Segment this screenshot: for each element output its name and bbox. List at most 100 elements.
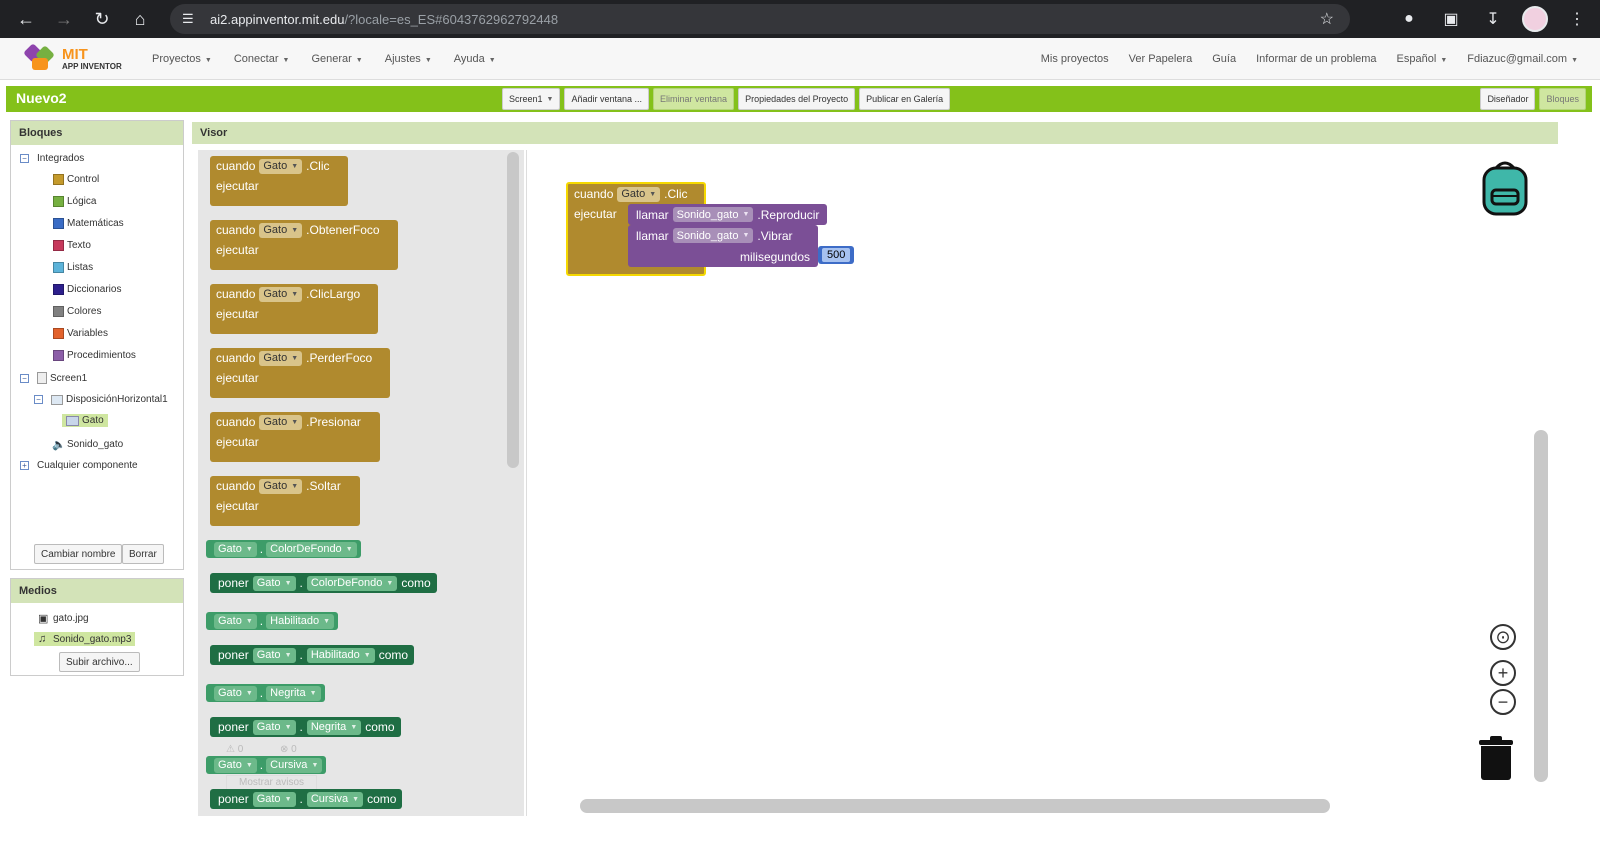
dropdown-triangle-icon: ▼ bbox=[742, 211, 750, 218]
media-file-sonido-mp3[interactable]: ♫Sonido_gato.mp3 bbox=[34, 632, 136, 646]
dropdown-triangle-icon: ▼ bbox=[649, 190, 657, 198]
download-icon[interactable]: ↧ bbox=[1486, 11, 1500, 28]
my-projects-link[interactable]: Mis proyectos bbox=[1040, 53, 1109, 65]
flyout-scrollbar[interactable] bbox=[507, 152, 519, 468]
view-trash-link[interactable]: Ver Papelera bbox=[1128, 53, 1193, 65]
tree-sonido-gato[interactable]: 🔈Sonido_gato bbox=[52, 438, 124, 452]
show-warnings-button[interactable]: Mostrar avisos bbox=[226, 775, 318, 790]
rename-button[interactable]: Cambiar nombre bbox=[34, 544, 123, 564]
property-dropdown: ColorDeFondo▼ bbox=[266, 541, 357, 557]
puzzle-icon[interactable]: ▣ bbox=[1443, 11, 1459, 28]
flyout-get-cursiva[interactable]: Gato▼.Cursiva▼ bbox=[206, 756, 327, 774]
report-problem-link[interactable]: Informar de un problema bbox=[1256, 53, 1377, 65]
category-dictionaries[interactable]: Diccionarios bbox=[53, 284, 121, 295]
project-properties-button[interactable]: Propiedades del Proyecto bbox=[738, 88, 856, 110]
caret-icon: ▼ bbox=[355, 57, 363, 64]
tree-screen1[interactable]: −Screen1 bbox=[20, 372, 87, 384]
site-settings-icon[interactable]: ☰ bbox=[182, 11, 194, 26]
caret-icon: ▼ bbox=[282, 57, 290, 64]
category-procedures[interactable]: Procedimientos bbox=[53, 350, 136, 361]
number-field[interactable]: 500 bbox=[822, 248, 851, 262]
more-menu-icon[interactable]: ⋮ bbox=[1569, 11, 1585, 28]
workspace-number-block[interactable]: 500 bbox=[818, 246, 855, 264]
component-dropdown: Gato▼ bbox=[252, 719, 296, 735]
publish-gallery-button[interactable]: Publicar en Galería bbox=[859, 88, 951, 110]
app-menu-bar: MIT APP INVENTOR Proyectos▼ Conectar▼ Ge… bbox=[0, 38, 1600, 80]
warning-counter[interactable]: ⚠ 0 bbox=[226, 744, 244, 755]
logic-swatch-icon bbox=[53, 196, 64, 207]
back-icon[interactable]: ← bbox=[17, 8, 35, 29]
extension-icon[interactable]: ● bbox=[1404, 10, 1414, 27]
category-text[interactable]: Texto bbox=[53, 240, 91, 251]
recenter-icon[interactable]: ⊙ bbox=[1490, 624, 1516, 650]
trash-can-icon[interactable] bbox=[1479, 736, 1513, 780]
forward-icon[interactable]: → bbox=[55, 8, 73, 29]
tree-any-component[interactable]: +Cualquier componente bbox=[20, 460, 138, 471]
menu-connect[interactable]: Conectar▼ bbox=[233, 53, 290, 65]
component-dropdown: Gato▼ bbox=[252, 791, 296, 807]
category-colors[interactable]: Colores bbox=[53, 306, 101, 317]
bookmark-star-icon[interactable]: ☆ bbox=[1319, 11, 1334, 28]
workspace-horizontal-scrollbar[interactable] bbox=[580, 799, 1330, 813]
tree-gato[interactable]: Gato bbox=[62, 414, 108, 427]
flyout-get-colordefondo[interactable]: Gato▼.ColorDeFondo▼ bbox=[206, 540, 361, 558]
dropdown-triangle-icon: ▼ bbox=[363, 651, 371, 659]
upload-file-button[interactable]: Subir archivo... bbox=[59, 652, 140, 672]
tree-builtin[interactable]: −Integrados bbox=[20, 153, 84, 164]
component-dropdown: Gato▼ bbox=[259, 222, 303, 238]
menu-projects[interactable]: Proyectos▼ bbox=[152, 53, 212, 65]
account-menu[interactable]: Fdiazuc@gmail.com▼ bbox=[1467, 53, 1578, 65]
dropdown-triangle-icon: ▼ bbox=[291, 290, 299, 298]
app-inventor-logo[interactable]: MIT APP INVENTOR bbox=[23, 42, 134, 76]
flyout-get-habilitado[interactable]: Gato▼.Habilitado▼ bbox=[206, 612, 338, 630]
menu-build[interactable]: Generar▼ bbox=[311, 53, 363, 65]
guide-link[interactable]: Guía bbox=[1212, 53, 1237, 65]
dropdown-triangle-icon: ▼ bbox=[311, 761, 319, 769]
zoom-in-icon[interactable]: + bbox=[1490, 660, 1516, 686]
home-icon[interactable]: ⌂ bbox=[134, 8, 146, 29]
remove-screen-button[interactable]: Eliminar ventana bbox=[653, 88, 735, 110]
warning-triangle-icon: ⚠ bbox=[226, 744, 235, 755]
error-circle-icon: ⊗ bbox=[280, 744, 289, 755]
blocks-button[interactable]: Bloques bbox=[1539, 88, 1586, 110]
flyout-get-negrita[interactable]: Gato▼.Negrita▼ bbox=[206, 684, 325, 702]
collapse-icon: − bbox=[20, 154, 29, 163]
designer-button[interactable]: Diseñador bbox=[1480, 88, 1536, 110]
workspace-vertical-scrollbar[interactable] bbox=[1534, 430, 1548, 782]
dictionaries-swatch-icon bbox=[53, 284, 64, 295]
delete-button[interactable]: Borrar bbox=[122, 544, 164, 564]
error-counter[interactable]: ⊗ 0 bbox=[280, 744, 297, 755]
category-math[interactable]: Matemáticas bbox=[53, 218, 124, 229]
reload-icon[interactable]: ↻ bbox=[94, 8, 110, 29]
backpack-icon[interactable] bbox=[1478, 158, 1532, 216]
avatar[interactable] bbox=[1522, 6, 1548, 32]
category-control[interactable]: Control bbox=[53, 174, 99, 185]
language-menu[interactable]: Español▼ bbox=[1396, 53, 1448, 65]
zoom-out-icon[interactable]: − bbox=[1490, 689, 1516, 715]
component-dropdown: Gato▼ bbox=[259, 158, 303, 174]
screen-selector[interactable]: Screen1▼ bbox=[502, 88, 561, 110]
dropdown-triangle-icon: ▼ bbox=[284, 651, 292, 659]
category-variables[interactable]: Variables bbox=[53, 328, 108, 339]
menu-help[interactable]: Ayuda▼ bbox=[453, 53, 496, 65]
menu-settings[interactable]: Ajustes▼ bbox=[384, 53, 432, 65]
media-file-gato-jpg[interactable]: ▣gato.jpg bbox=[38, 612, 89, 626]
address-bar[interactable]: ☰ ai2.appinventor.mit.edu /?locale=es_ES… bbox=[170, 4, 1350, 34]
tree-horizontal-arrangement[interactable]: −DisposiciónHorizontal1 bbox=[34, 394, 168, 405]
media-panel-title: Medios bbox=[11, 579, 183, 603]
category-lists[interactable]: Listas bbox=[53, 262, 93, 273]
add-screen-button[interactable]: Añadir ventana ... bbox=[564, 88, 650, 110]
category-logic[interactable]: Lógica bbox=[53, 196, 96, 207]
